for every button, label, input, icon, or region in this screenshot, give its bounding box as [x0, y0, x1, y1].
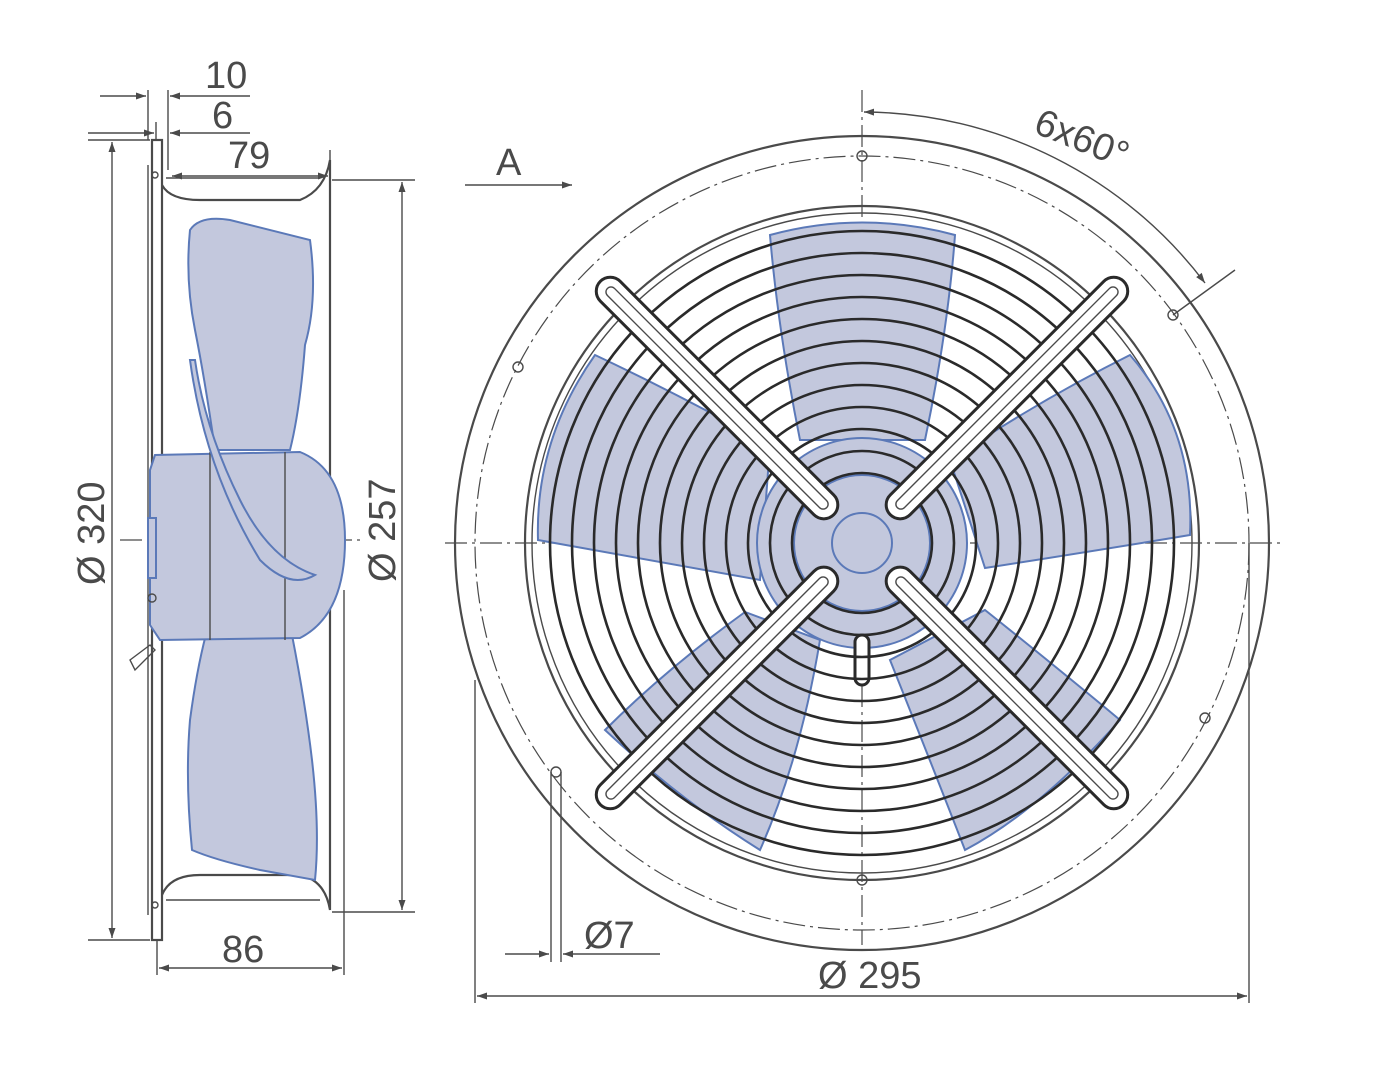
guard-bars	[594, 275, 1130, 811]
dim-10-label: 10	[205, 55, 247, 97]
dim-86-label: 86	[222, 929, 264, 971]
guard-ring	[592, 273, 1132, 813]
side-blade-lower	[186, 618, 318, 882]
dim-79-label: 79	[228, 135, 270, 177]
dim-6-label: 6	[212, 95, 233, 137]
outer-flange	[453, 134, 1271, 952]
guard-ring	[658, 339, 1066, 747]
guard-ring	[790, 471, 934, 615]
guard-ring	[614, 295, 1110, 791]
guard-ring	[702, 383, 1022, 703]
motor-hub	[149, 450, 347, 642]
view-a-label: A	[496, 142, 522, 184]
guard-ring	[746, 427, 978, 659]
guard-ring	[570, 251, 1154, 835]
venturi-opening	[523, 204, 1201, 882]
dim-7-label: Ø7	[584, 915, 635, 957]
dim-257-label: Ø 257	[362, 478, 404, 582]
dim-295-label: Ø 295	[818, 955, 922, 997]
dim-320-label: Ø 320	[71, 481, 113, 585]
guard-ring	[724, 405, 1000, 681]
guard-ring	[548, 229, 1176, 857]
front-view: A 6x60° Ø7 Ø 295	[445, 90, 1280, 1003]
guard-ring	[636, 317, 1088, 769]
guard-rings	[548, 229, 1176, 857]
side-blade-upper	[187, 217, 315, 451]
side-view: 10 6 79 Ø 320 Ø 257 86	[71, 55, 415, 975]
guard-ring	[680, 361, 1044, 725]
dim-6x60-label: 6x60°	[1029, 101, 1135, 177]
guard-ring	[768, 449, 956, 637]
